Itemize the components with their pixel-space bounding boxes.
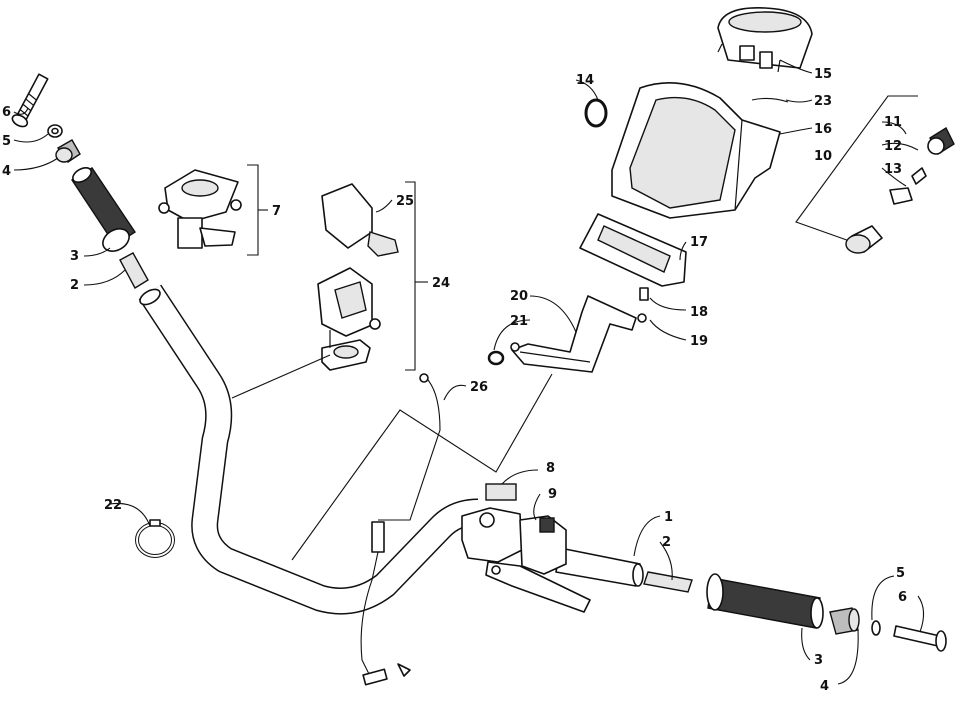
callout-labels: 6 5 4 3 2 7 25 24 26 8 9 1 2 3 4 5 6 22 … [2, 67, 907, 694]
callout-23: 23 [814, 94, 832, 109]
callout-21: 21 [510, 314, 528, 329]
callout-24: 24 [432, 276, 450, 291]
bracket-24 [405, 181, 416, 371]
callout-2-left: 2 [70, 278, 79, 293]
callout-8: 8 [546, 461, 555, 476]
callout-3-right: 3 [814, 653, 823, 668]
gauge-bezel [579, 213, 687, 287]
callout-10: 10 [814, 149, 832, 164]
callout-5-left: 5 [2, 134, 11, 149]
bracket-7 [247, 164, 259, 256]
left-bolt [11, 73, 49, 128]
callout-3-left: 3 [70, 249, 79, 264]
callout-6-left: 6 [2, 105, 11, 120]
callout-26: 26 [470, 380, 488, 395]
callout-11: 11 [884, 115, 902, 130]
handlebar-tube [138, 284, 479, 615]
callout-5-right: 5 [896, 566, 905, 581]
handlebar-pod-cover [611, 82, 781, 219]
callout-7: 7 [272, 204, 281, 219]
right-grip-assembly [643, 571, 947, 652]
throttle-housing [317, 183, 399, 371]
callout-4-right: 4 [820, 679, 829, 694]
callout-20: 20 [510, 289, 528, 304]
left-grip-assembly [11, 73, 149, 289]
callout-14: 14 [576, 73, 594, 88]
callout-17: 17 [690, 235, 708, 250]
seal-strip [751, 97, 789, 103]
callout-1: 1 [664, 510, 673, 525]
callout-16: 16 [814, 122, 832, 137]
throttle-cable [360, 373, 441, 686]
callout-13: 13 [884, 162, 902, 177]
mounting-bracket [510, 295, 637, 373]
callout-25: 25 [396, 194, 414, 209]
callout-9: 9 [548, 487, 557, 502]
callout-18: 18 [690, 305, 708, 320]
right-bar-end [555, 547, 644, 587]
callout-leaders [13, 59, 925, 685]
clamp-ring [135, 519, 175, 558]
callout-4-left: 4 [2, 164, 11, 179]
callout-19: 19 [690, 334, 708, 349]
callout-6-right: 6 [898, 590, 907, 605]
right-switch-and-brake-lever [461, 483, 591, 613]
callout-12: 12 [884, 139, 902, 154]
callout-15: 15 [814, 67, 832, 82]
speedometer-gauge [717, 7, 813, 73]
callout-22: 22 [104, 498, 122, 513]
callout-2-right: 2 [662, 535, 671, 550]
key-switch-group [795, 95, 955, 254]
brake-master-cylinder [158, 169, 242, 249]
